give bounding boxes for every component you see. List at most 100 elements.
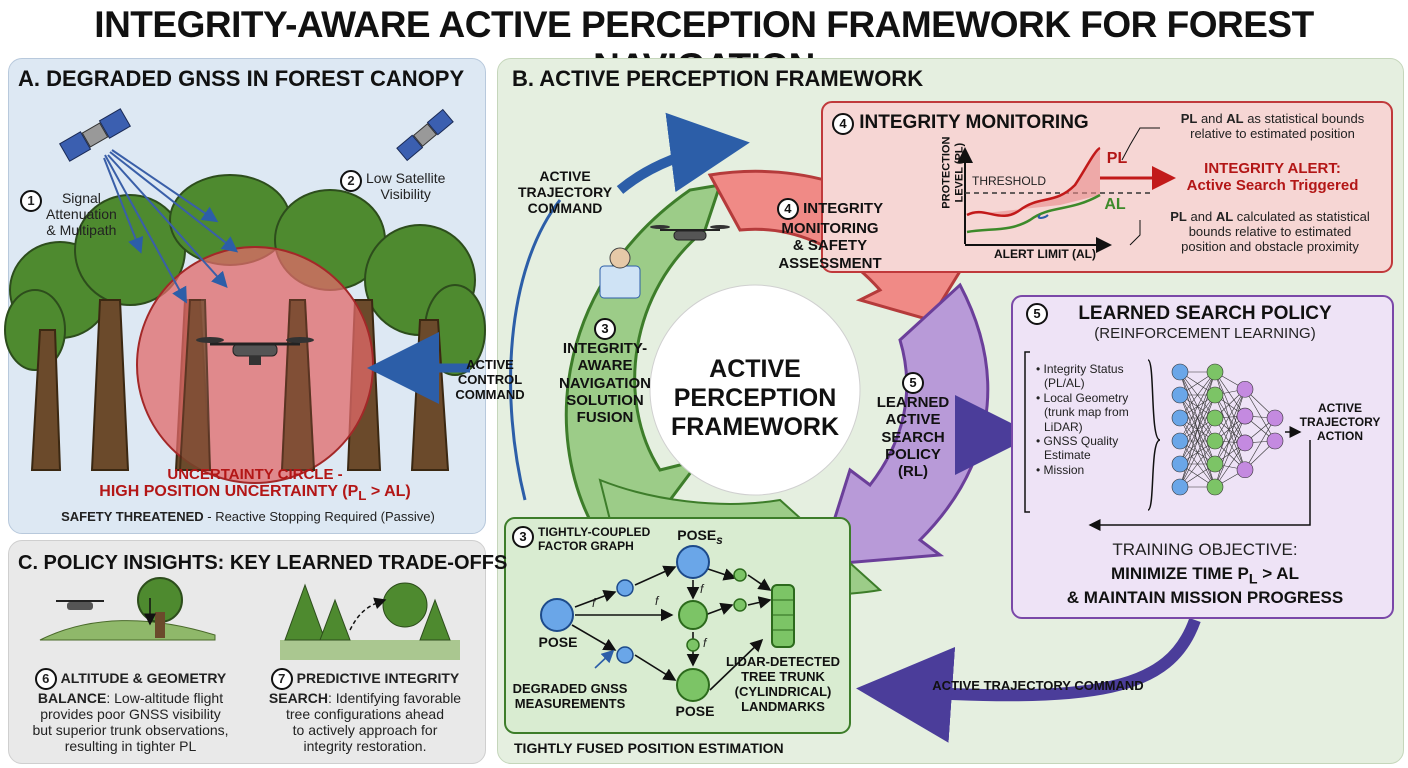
insight-predictive-search: 7 PREDICTIVE INTEGRITY SEARCH: Identifyi… [268,668,462,755]
nn-node [1206,363,1224,381]
integrity-box-title: 4 INTEGRITY MONITORING [832,112,1122,135]
nn-node [1266,409,1284,427]
nn-node [1171,478,1189,496]
al-curve-label: AL [1104,196,1126,213]
fusion-segment-label: 3 INTEGRITY- AWARE NAVIGATION SOLUTION F… [545,318,665,426]
nn-node [1171,363,1189,381]
safety-caption: SAFETY THREATENED - Reactive Stopping Re… [61,509,435,524]
integrity-alert-label: INTEGRITY ALERT: Active Search Triggered [1186,160,1359,195]
list-item: (PL/AL) [1044,376,1085,391]
pl-axis-label: PROTECTION LEVEL (PL) [940,136,965,209]
nn-connection [1179,394,1216,488]
operator-icon [599,247,641,299]
al-curve [966,193,1101,234]
pl-curve-label: PL [1106,150,1128,167]
training-objective-label: TRAINING OBJECTIVE: [1112,540,1298,559]
degraded-gnss-label: DEGRADED GNSS MEASUREMENTS [512,681,628,711]
policy-output-label: ACTIVE TRAJECTORY ACTION [1299,401,1381,443]
insight-altitude-geometry: 6 ALTITUDE & GEOMETRY BALANCE: Low-altit… [32,668,229,755]
list-item: • Mission [1036,462,1085,477]
nn-connection [1244,417,1276,470]
nn-node [1206,386,1224,404]
pl-curve [966,146,1101,217]
nn-node [1206,432,1224,450]
nn-connection [1214,394,1246,470]
altitude-illustration [39,577,216,641]
panel-b-title: B. ACTIVE PERCEPTION FRAMEWORK [512,66,924,91]
fused-estimation-caption: TIGHTLY FUSED POSITION ESTIMATION [514,740,784,756]
panel-a-title: A. DEGRADED GNSS IN FOREST CANOPY [18,66,465,91]
low-visibility-label: 2 Low Satellite Visibility [340,170,460,202]
policy-segment-label: 5 LEARNED ACTIVE SEARCH POLICY (RL) [868,372,958,480]
list-item: • GNSS Quality [1036,433,1119,448]
tree-trunk-landmark-icon [771,584,795,648]
nn-connection [1179,371,1216,465]
active-trajectory-command-label: ACTIVE TRAJECTORY COMMAND [517,168,613,217]
lidar-landmark-label: LIDAR-DETECTED TREE TRUNK (CYLINDRICAL) … [725,654,841,714]
nn-node [1266,432,1284,450]
active-trajectory-arrow [856,617,1201,743]
training-objective-goal: MINIMIZE TIME PL > AL & MAINTAIN MISSION… [1066,564,1344,607]
active-trajectory-bottom-label: ACTIVE TRAJECTORY COMMAND [932,678,1144,693]
active-control-command-label: ACTIVE CONTROL COMMAND [455,357,525,402]
list-item: LiDAR) [1044,419,1083,434]
satellite-icon [59,108,131,162]
pose-node-label: POSE [538,634,578,650]
policy-box-subtitle: (REINFORCEMENT LEARNING) [1094,325,1316,342]
nn-connection [1179,440,1216,488]
nn-node [1236,461,1254,479]
al-axis-label: ALERT LIMIT (AL) [994,247,1096,261]
nn-connection [1214,371,1246,470]
list-item: Estimate [1044,448,1091,463]
nn-connection [1179,417,1216,488]
nn-node [1236,380,1254,398]
integrity-note-bottom: PL and AL calculated as statistical boun… [1170,209,1370,254]
list-item: (trunk map from [1044,405,1129,420]
nn-connection [1214,389,1246,442]
nn-connection [1214,417,1246,470]
drone-icon [196,337,314,365]
factor-label: f [592,596,596,610]
nn-node [1236,407,1254,425]
nn-connection [1214,415,1246,488]
factor-label: f [703,636,707,650]
nn-connection [1214,389,1246,488]
integrity-note-top: PL and AL as statistical bounds relative… [1180,111,1365,141]
pose-node-label: POSE [675,703,715,719]
nn-connection [1214,442,1246,488]
factor-label: f [700,582,704,596]
panel-c-title: C. POLICY INSIGHTS: KEY LEARNED TRADE-OF… [18,552,508,574]
signal-attenuation-label: 1 Signal Attenuation & Multipath [20,190,140,238]
factor-graph [540,545,795,702]
integrity-segment-label: 4 INTEGRITY MONITORING & SAFETY ASSESSME… [776,198,884,272]
neural-network [1171,363,1302,496]
policy-input-list: • Integrity Status (PL/AL) • Local Geome… [1036,362,1151,477]
nn-connection [1214,371,1246,444]
nn-connection [1179,371,1216,442]
nn-connection [1214,389,1246,465]
nn-connection [1179,371,1216,419]
threshold-label: THRESHOLD [972,174,1047,188]
nn-connection [1214,371,1246,417]
nn-node [1236,434,1254,452]
predictive-search-illustration [280,582,460,660]
forest-scene [4,108,486,484]
factor-label: f [655,594,659,608]
nn-node [1206,455,1224,473]
nn-connection [1214,415,1246,465]
satellite-icon [396,108,454,162]
step-number-badge: 1 [20,190,42,212]
framework-center-label: ACTIVE PERCEPTION FRAMEWORK [670,355,840,441]
cycle-segment-policy [817,282,990,567]
list-item: • Local Geometry [1036,390,1129,405]
list-item: • Integrity Status [1036,362,1124,376]
uncertainty-caption: UNCERTAINTY CIRCLE - HIGH POSITION UNCER… [99,466,411,504]
nn-node [1171,386,1189,404]
nn-connection [1244,389,1276,442]
pose-node-label: POSEs [677,527,723,547]
step-number-badge: 2 [340,170,362,192]
nn-node [1171,409,1189,427]
